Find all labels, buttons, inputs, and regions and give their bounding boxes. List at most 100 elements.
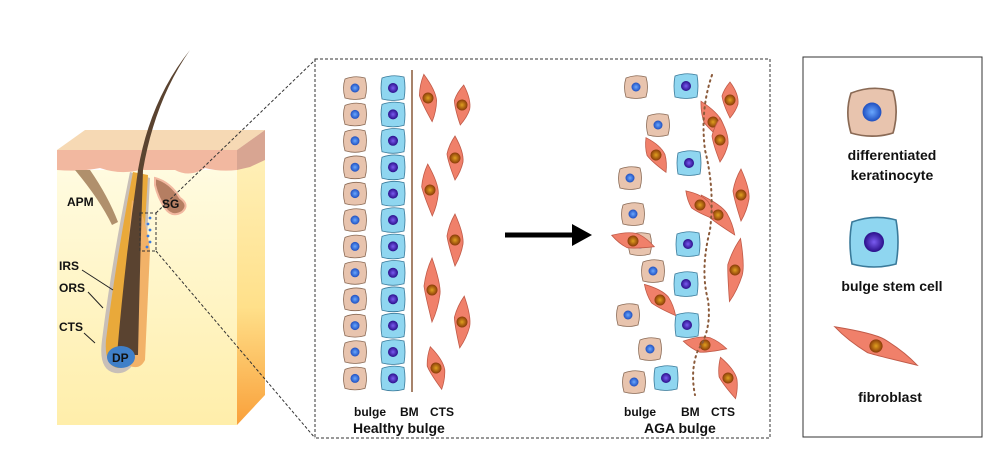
nucleus xyxy=(350,321,360,331)
nucleus xyxy=(735,189,747,201)
sebaceous-gland xyxy=(154,176,187,216)
nucleus xyxy=(426,284,438,296)
nucleus xyxy=(350,347,360,357)
keratinocyte-cell xyxy=(646,113,670,137)
fibroblast-cell xyxy=(453,84,471,126)
nucleus xyxy=(645,344,655,354)
label-ors: ORS xyxy=(59,281,85,295)
nucleus xyxy=(694,199,706,211)
nucleus xyxy=(623,310,633,320)
nucleus xyxy=(456,99,468,111)
keratinocyte-cell xyxy=(847,87,897,137)
nucleus xyxy=(684,158,694,168)
bulge-stem-cell xyxy=(674,312,700,338)
nucleus xyxy=(648,266,658,276)
healthy-bulge-title: Healthy bulge xyxy=(353,420,445,436)
nucleus xyxy=(631,82,641,92)
nucleus xyxy=(654,294,666,306)
fibroblast-cell xyxy=(833,326,919,367)
keratinocyte-cell xyxy=(343,76,367,100)
bulge-stem-cell xyxy=(673,73,699,99)
nucleus xyxy=(388,135,398,146)
fibroblast-cell xyxy=(446,135,464,181)
keratinocyte-cell xyxy=(616,303,640,327)
nucleus xyxy=(388,294,398,305)
nucleus xyxy=(625,173,635,183)
nucleus xyxy=(653,120,663,130)
keratinocyte-cell xyxy=(638,337,662,361)
legend-stem-cell-label: bulge stem cell xyxy=(841,278,942,294)
nucleus xyxy=(350,162,360,172)
nucleus xyxy=(650,149,662,161)
skin-block: APM SG IRS ORS CTS DP xyxy=(57,50,265,425)
bulge-stem-cell xyxy=(380,128,406,154)
keratinocyte-cell xyxy=(343,261,367,285)
nucleus xyxy=(388,215,398,225)
nucleus xyxy=(714,134,726,146)
nucleus xyxy=(350,268,360,278)
fibroblast-cell xyxy=(419,73,437,123)
bulge-region-box xyxy=(139,212,157,252)
fibroblast-cell xyxy=(423,256,441,324)
bulge-stem-cell xyxy=(380,207,406,233)
bulge-stem-cell xyxy=(673,271,699,297)
label-cts: CTS xyxy=(59,320,83,334)
fibroblast-cell xyxy=(421,163,439,217)
bulge-stem-cell xyxy=(380,75,406,101)
bulge-stem-cell xyxy=(380,260,406,286)
fibroblast-cell xyxy=(732,168,750,222)
nucleus xyxy=(388,373,398,384)
legend-fibroblast-label: fibroblast xyxy=(858,389,922,405)
bulge-stem-cell xyxy=(380,365,406,392)
epidermis xyxy=(57,150,237,174)
healthy-label-bm: BM xyxy=(400,405,419,419)
keratinocyte-cell xyxy=(343,340,367,364)
fibroblast-cell xyxy=(727,237,744,303)
healthy-label-cts: CTS xyxy=(430,405,454,419)
keratinocyte-cell xyxy=(343,181,367,206)
label-apm: APM xyxy=(67,195,94,209)
nucleus xyxy=(681,81,691,91)
fibroblast-cell xyxy=(645,137,667,174)
aga-basement-membrane xyxy=(692,74,713,396)
keratinocyte-cell xyxy=(343,366,367,391)
bulge-stem-cell xyxy=(380,339,406,365)
fibroblast-cell xyxy=(611,232,656,249)
nucleus xyxy=(682,320,692,330)
nucleus xyxy=(722,372,734,384)
fibroblast-cell xyxy=(685,190,715,220)
nucleus xyxy=(350,215,360,225)
bulge-stem-cell xyxy=(380,233,406,260)
keratinocyte-cell xyxy=(641,259,665,283)
zoom-lines xyxy=(155,59,316,439)
nucleus xyxy=(869,339,883,353)
bulge-stem-cell xyxy=(380,180,406,207)
keratinocyte-cell xyxy=(624,75,648,99)
nucleus xyxy=(422,92,434,104)
legend-keratinocyte-line2: keratinocyte xyxy=(851,167,934,183)
keratinocyte-cell xyxy=(343,313,367,338)
aga-bulge-title: AGA bulge xyxy=(644,420,716,436)
bulge-stem-cell xyxy=(380,154,406,181)
nucleus xyxy=(350,241,360,251)
label-dp: DP xyxy=(112,351,129,365)
nucleus xyxy=(424,184,436,196)
nucleus xyxy=(388,83,398,93)
fibroblast-cell xyxy=(711,117,729,163)
bulge-stem-cell xyxy=(380,101,406,128)
fibroblast-cell xyxy=(643,283,677,317)
fibroblast-cell xyxy=(721,81,739,119)
bulge-stem-cell xyxy=(653,365,679,391)
keratinocyte-cell xyxy=(343,102,367,127)
nucleus xyxy=(350,189,360,199)
nucleus xyxy=(350,373,360,383)
nucleus xyxy=(456,316,468,328)
nucleus xyxy=(724,94,736,106)
skin-side xyxy=(237,130,265,425)
hair-shaft xyxy=(117,50,190,355)
nucleus xyxy=(350,109,360,119)
nucleus xyxy=(430,362,442,374)
nucleus xyxy=(388,320,398,331)
nucleus xyxy=(712,209,724,221)
